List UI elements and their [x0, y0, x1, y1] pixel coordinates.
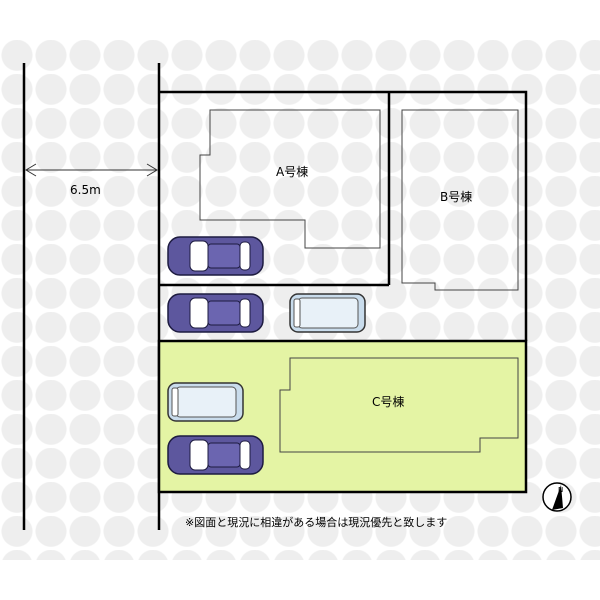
car-van [289, 293, 366, 333]
svg-text:N: N [558, 486, 563, 494]
building-b-outline [401, 109, 519, 291]
building-c-outline [279, 357, 519, 453]
building-a-label: A号棟 [276, 164, 308, 179]
road-width-label: 6.5m [70, 183, 101, 197]
car-sedan [167, 293, 264, 333]
building-c-label: C号棟 [372, 394, 404, 409]
building-a-outline [199, 109, 381, 249]
lot-boundaries [159, 90, 528, 341]
car-sedan [167, 435, 264, 475]
building-b-label: B号棟 [440, 189, 472, 204]
north-compass-icon: N [542, 482, 572, 512]
road-width-dimension [25, 163, 158, 177]
disclaimer-note: ※図面と現況に相違がある場合は現況優先と致します [185, 515, 447, 529]
car-van [167, 382, 244, 422]
car-sedan [167, 236, 264, 276]
